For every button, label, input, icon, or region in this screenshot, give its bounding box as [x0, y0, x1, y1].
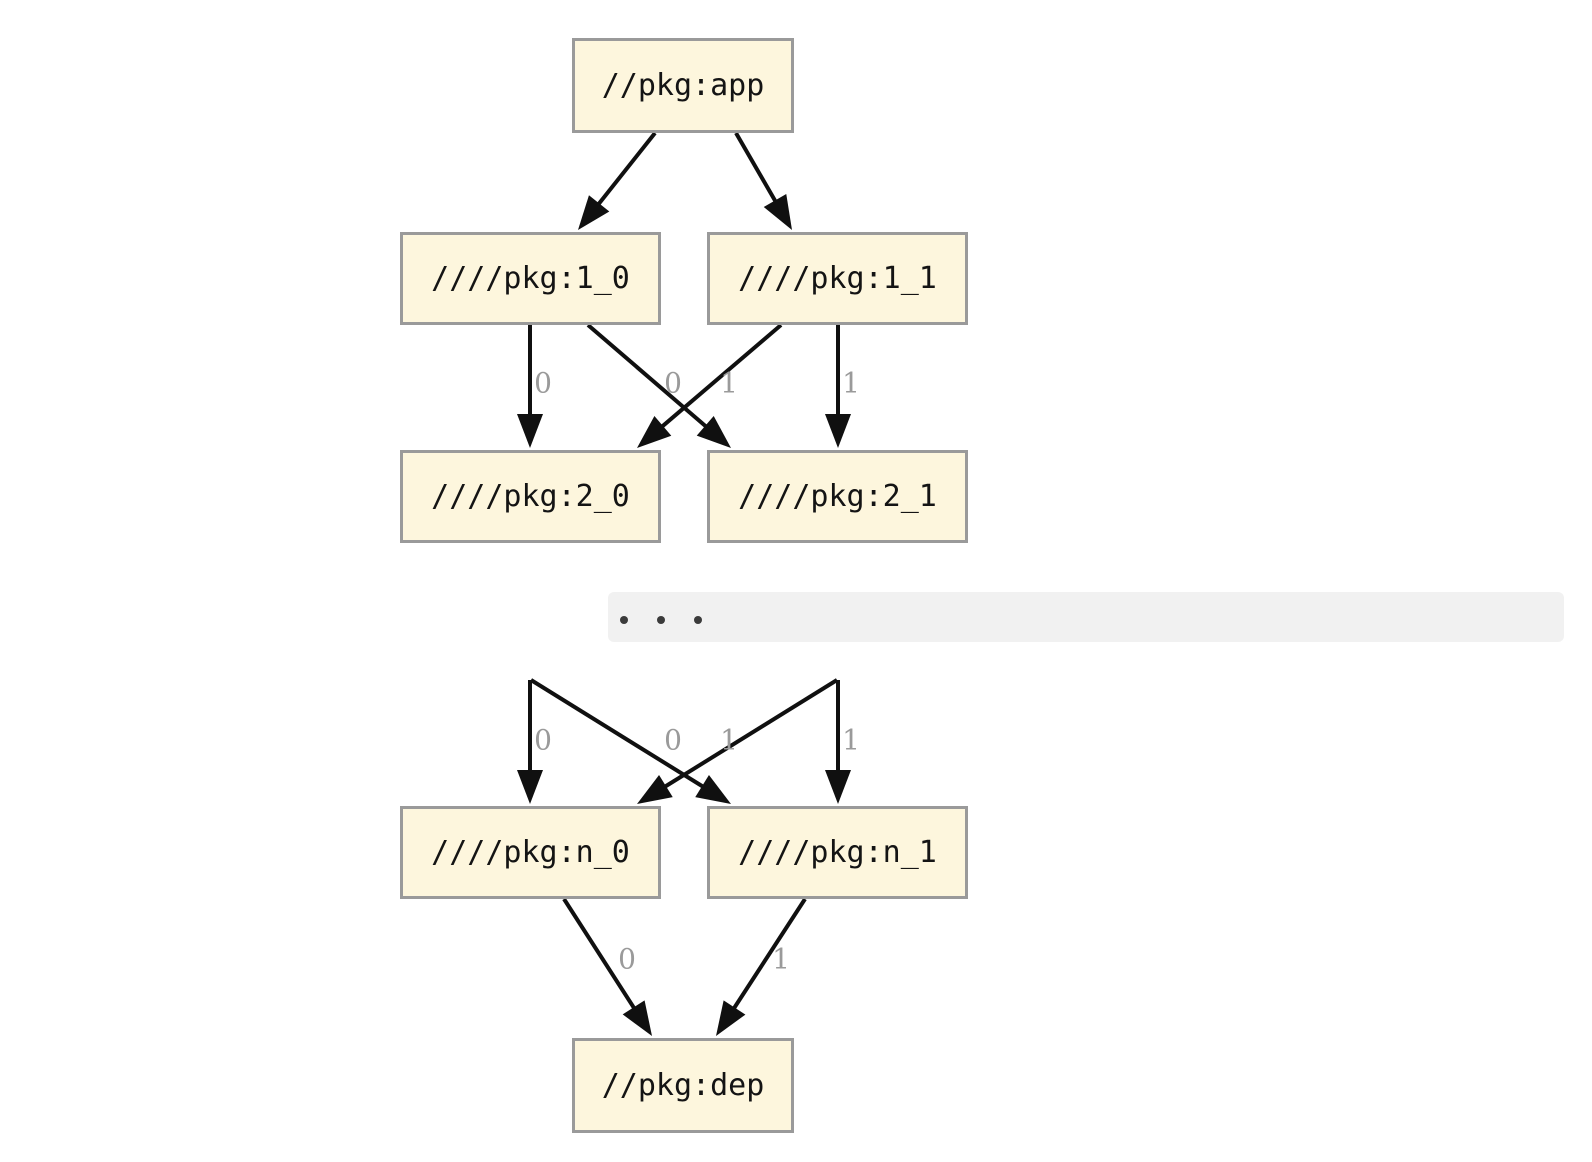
truncated-levels-band [608, 592, 1564, 642]
node-label: ////pkg:n_0 [431, 835, 630, 870]
edge-label-e-n_0-dep: 0 [618, 943, 636, 976]
edge-label-e-n_1-dep: 1 [772, 943, 790, 976]
edge-line [729, 897, 807, 1014]
node-dep[interactable]: //pkg:dep [572, 1038, 794, 1133]
node-label: ////pkg:n_1 [738, 835, 937, 870]
edge-e-dang-n_1 [529, 678, 731, 804]
node-n2_1[interactable]: ////pkg:2_1 [707, 450, 968, 543]
node-label: //pkg:app [602, 68, 765, 103]
node-box[interactable] [707, 232, 968, 325]
edge-label-e-dang-n_0b: 1 [720, 724, 738, 757]
edge-e-n_0-dep [562, 897, 652, 1036]
edge-e-dang-n_0 [517, 680, 543, 804]
ellipsis-dot-0 [620, 616, 628, 624]
arrow-head [517, 414, 543, 448]
node-box[interactable] [400, 450, 661, 543]
node-label: //pkg:dep [602, 1068, 765, 1103]
node-label: ////pkg:1_0 [431, 261, 630, 296]
node-label: ////pkg:2_0 [431, 479, 630, 514]
edge-line [593, 131, 657, 210]
edge-label-e-1_1-2_1: 1 [842, 367, 860, 400]
edge-label-e-dang-n_1b: 1 [842, 724, 860, 757]
edge-e-1_1-2_0 [637, 323, 783, 448]
edge-labels-layer: 0 0 1 1 0 0 1 1 0 1 [534, 367, 860, 976]
node-nn_0[interactable]: ////pkg:n_0 [400, 806, 661, 899]
edge-label-e-1_0-2_1: 0 [664, 367, 682, 400]
edge-e-app-1_1 [734, 132, 792, 230]
arrow-head [517, 770, 543, 804]
edge-line [562, 897, 639, 1014]
node-box[interactable] [572, 1038, 794, 1133]
arrow-head [763, 194, 792, 230]
edge-e-dang-n_1b [825, 680, 851, 804]
node-n1_1[interactable]: ////pkg:1_1 [707, 232, 968, 325]
arrow-head [696, 415, 731, 448]
arrow-head [578, 195, 610, 230]
edge-line [659, 678, 839, 791]
edge-label-e-dang-n_0: 0 [534, 724, 552, 757]
arrow-head [825, 770, 851, 804]
node-box[interactable] [400, 806, 661, 899]
edge-e-1_0-2_0 [517, 325, 543, 448]
node-box[interactable] [400, 232, 661, 325]
nodes-layer: //pkg:app ////pkg:1_0 ////pkg:1_1 ////pkg:2… [400, 38, 968, 1133]
edge-line [529, 678, 709, 791]
arrow-head [637, 416, 672, 448]
edge-e-1_1-2_1 [825, 325, 851, 448]
edge-line [656, 323, 783, 432]
edges-layer [517, 131, 851, 1036]
node-box[interactable] [572, 38, 794, 133]
edge-e-app-1_0 [578, 131, 657, 230]
node-label: ////pkg:2_1 [738, 479, 937, 514]
node-n2_0[interactable]: ////pkg:2_0 [400, 450, 661, 543]
node-nn_1[interactable]: ////pkg:n_1 [707, 806, 968, 899]
node-label: ////pkg:1_1 [738, 261, 937, 296]
node-n1_0[interactable]: ////pkg:1_0 [400, 232, 661, 325]
arrow-head [637, 775, 673, 804]
edge-line [586, 323, 712, 432]
edge-label-e-dang-n_1: 0 [664, 724, 682, 757]
edge-e-1_0-2_1 [586, 323, 731, 448]
ellipsis-dot-1 [657, 616, 665, 624]
edge-label-e-1_1-2_0: 1 [720, 367, 738, 400]
node-box[interactable] [707, 450, 968, 543]
edge-label-e-1_0-2_0: 0 [534, 367, 552, 400]
edge-e-n_1-dep [716, 897, 807, 1036]
arrow-head [825, 414, 851, 448]
ellipsis-dot-2 [694, 616, 702, 624]
arrow-head [716, 1000, 746, 1036]
node-box[interactable] [707, 806, 968, 899]
edge-line [734, 132, 780, 207]
arrow-head [622, 1000, 652, 1036]
truncated-levels-band-rect [608, 592, 1564, 642]
edge-e-dang-n_0b [637, 678, 839, 804]
arrow-head [695, 775, 731, 804]
node-app[interactable]: //pkg:app [572, 38, 794, 133]
